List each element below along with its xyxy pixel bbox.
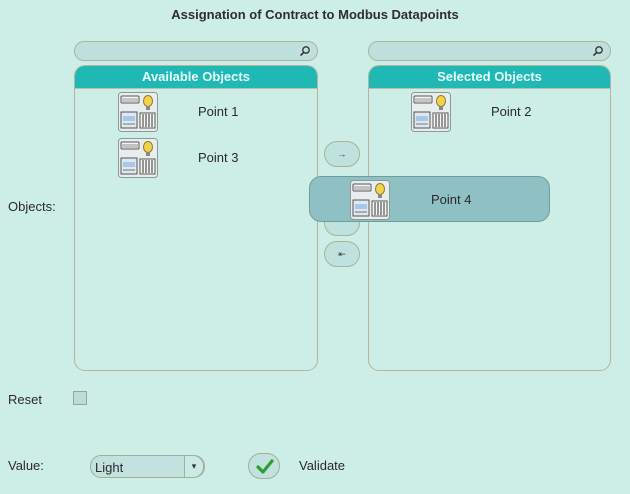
device-icon	[118, 138, 158, 178]
add-selected-button[interactable]: →	[324, 141, 360, 167]
reset-checkbox[interactable]	[73, 391, 87, 405]
objects-label: Objects:	[8, 199, 56, 214]
remove-all-button[interactable]: ⇤	[324, 241, 360, 267]
validate-label: Validate	[299, 458, 346, 473]
page-title: Assignation of Contract to Modbus Datapo…	[171, 7, 459, 22]
search-icon[interactable]	[592, 45, 604, 57]
list-item-label: Point 3	[198, 150, 239, 165]
list-item-label: Point 2	[491, 104, 532, 119]
selected-objects-header: Selected Objects	[369, 66, 610, 89]
check-icon	[256, 459, 274, 474]
available-objects-header: Available Objects	[75, 66, 317, 89]
selected-search-input[interactable]	[379, 44, 588, 60]
list-item[interactable]: Point 1	[118, 92, 317, 132]
value-label: Value:	[8, 458, 44, 473]
available-objects-panel: Available Objects Point 1 Point 3	[74, 65, 318, 371]
value-select[interactable]: Light ▾	[90, 455, 205, 478]
value-select-value: Light	[95, 460, 124, 475]
chevron-down-icon[interactable]: ▾	[184, 455, 204, 478]
search-icon[interactable]	[299, 45, 311, 57]
list-item-label: Point 1	[198, 104, 239, 119]
device-icon	[411, 92, 451, 132]
reset-label: Reset	[8, 392, 42, 407]
dragging-item-label: Point 4	[431, 192, 472, 207]
list-item[interactable]: Point 3	[118, 138, 317, 178]
selected-search[interactable]	[368, 41, 611, 61]
validate-button[interactable]	[248, 453, 280, 479]
available-search[interactable]	[74, 41, 318, 61]
device-icon	[350, 180, 390, 220]
list-item[interactable]: Point 2	[411, 92, 610, 132]
dragging-item[interactable]: Point 4	[309, 176, 550, 222]
device-icon	[118, 92, 158, 132]
available-search-input[interactable]	[85, 44, 295, 60]
